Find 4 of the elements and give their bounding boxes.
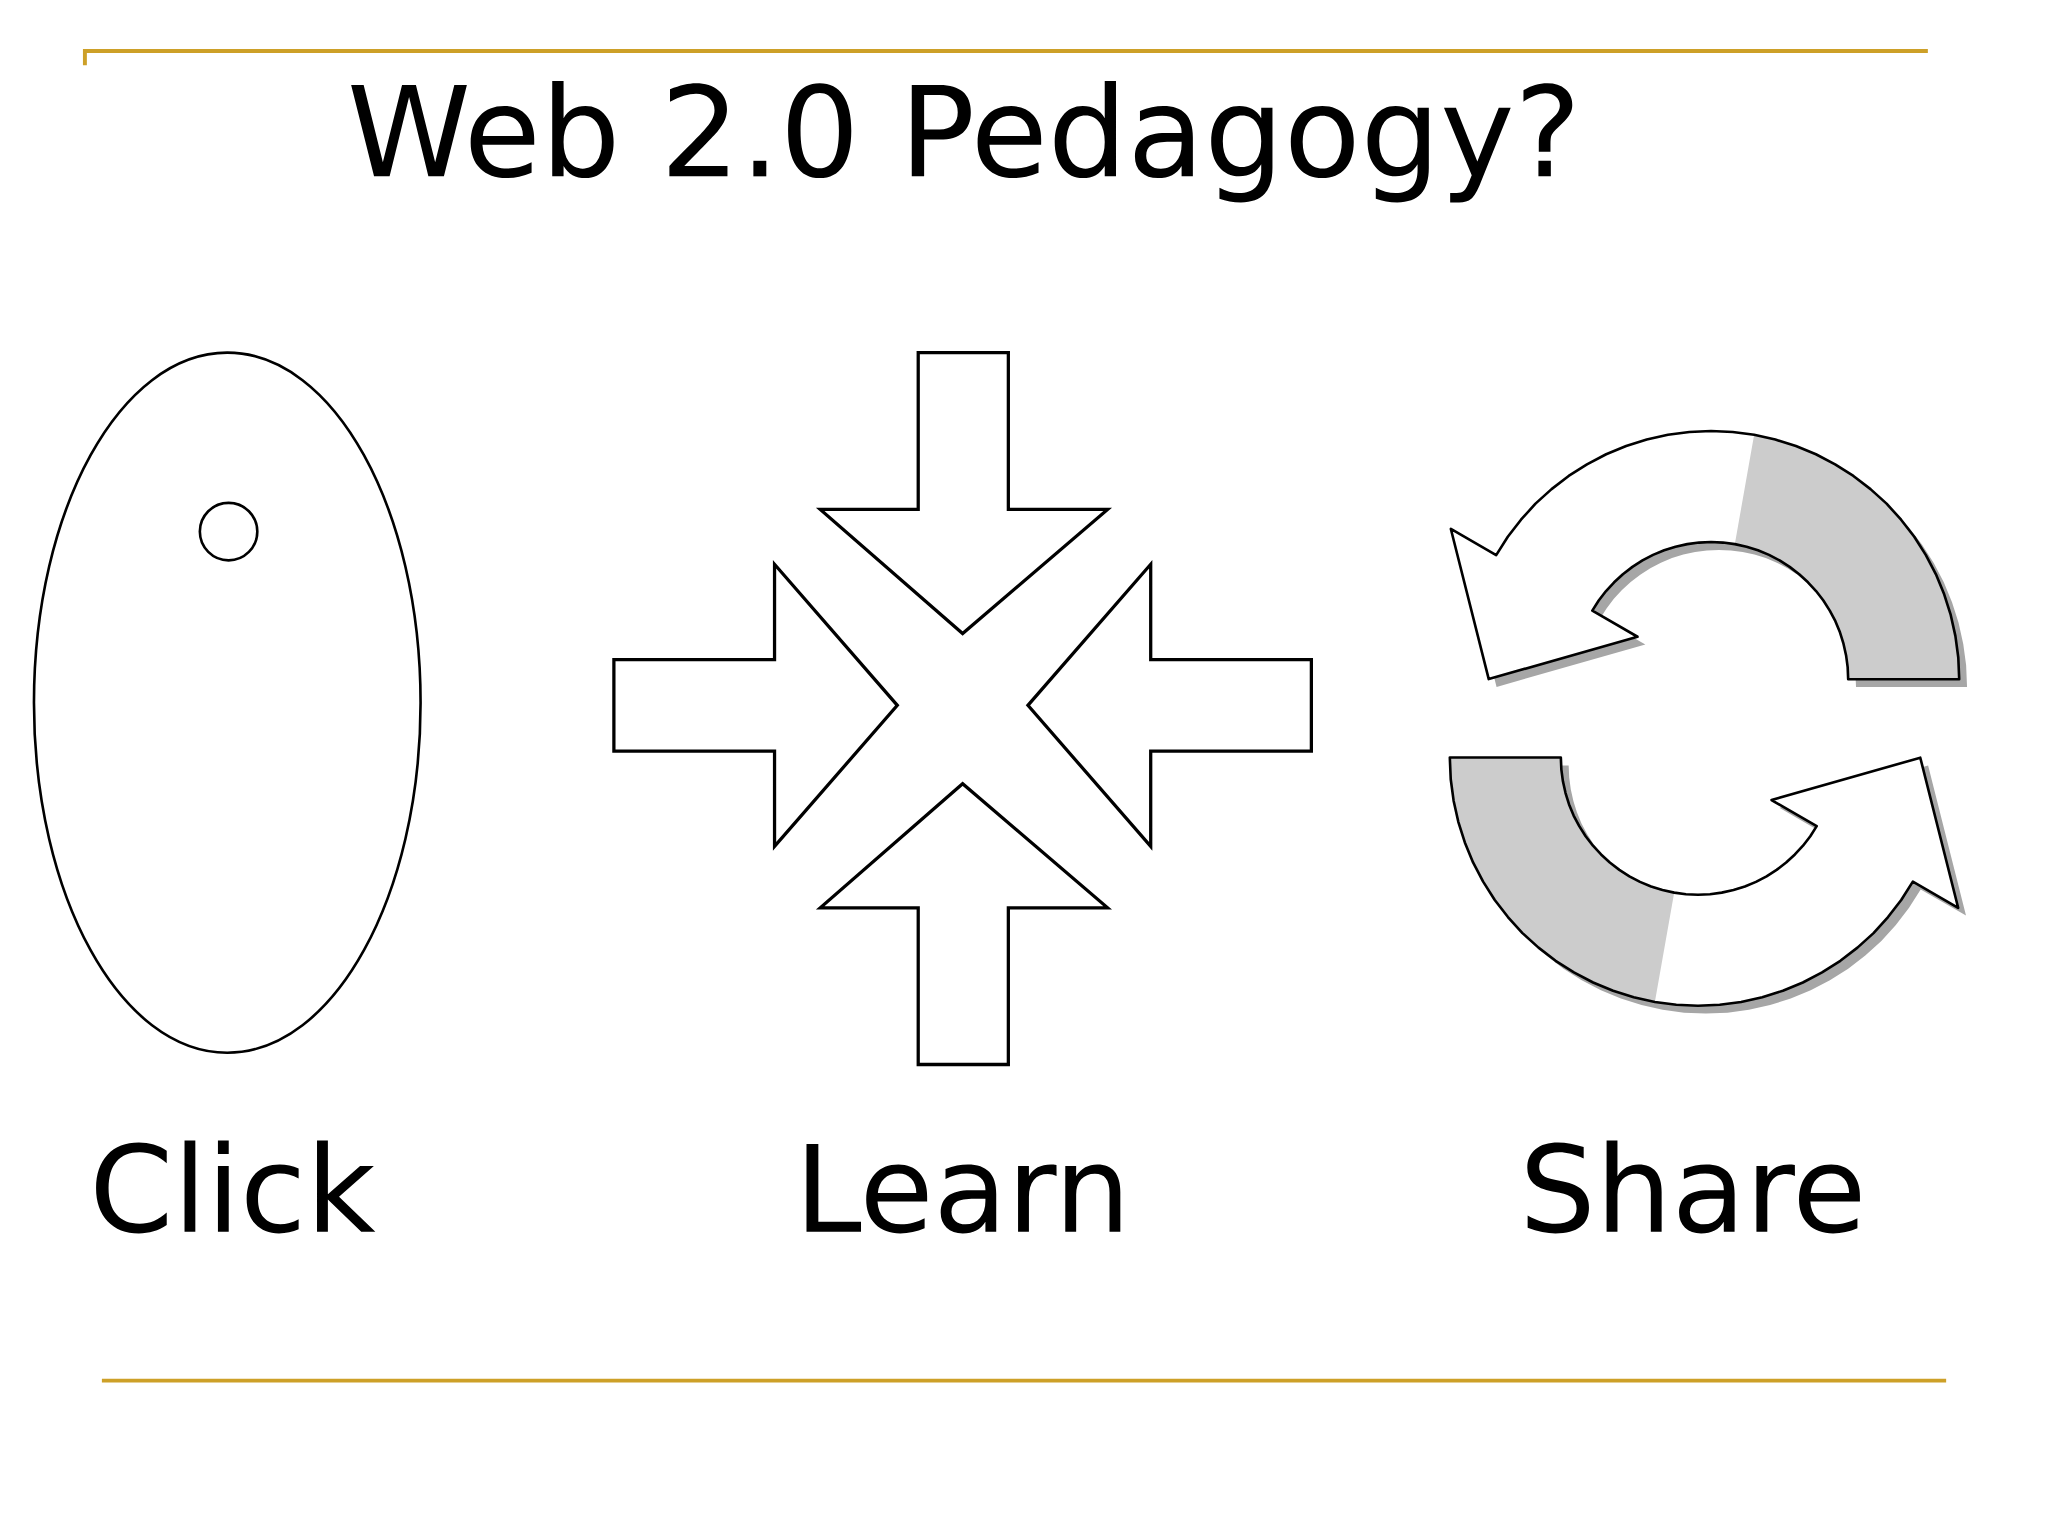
- icon-caption: Click: [96, 1140, 376, 1234]
- icon-caption: Share: [1527, 1140, 1860, 1234]
- title: Web 2.0 Pedagogy?: [351, 81, 1573, 203]
- icon-caption: Learn: [806, 1144, 1121, 1234]
